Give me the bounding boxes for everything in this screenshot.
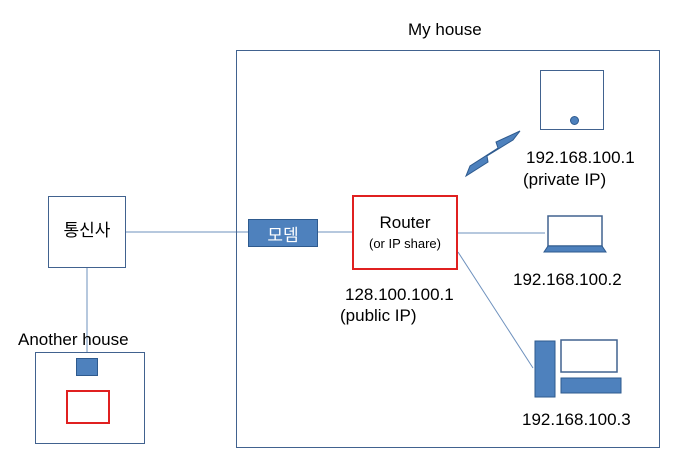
router-ip: 128.100.100.1 [345, 285, 454, 304]
isp-box: 통신사 [48, 196, 126, 268]
modem-box: 모뎀 [248, 219, 318, 247]
another-house-modem [76, 358, 98, 376]
router-to-desktop-line [457, 251, 534, 369]
another-house-label: Another house [18, 330, 129, 349]
another-house-router [66, 390, 110, 424]
my-house-label: My house [408, 20, 482, 39]
router-ip-note: (public IP) [340, 306, 417, 325]
router-box: Router (or IP share) [352, 195, 458, 270]
my-house-frame [236, 50, 660, 448]
wireless-icon [464, 130, 521, 178]
laptop-icon [543, 215, 607, 253]
desktop-icon [534, 339, 622, 398]
router-title: Router [379, 213, 431, 232]
device-1-note: (private IP) [523, 170, 607, 189]
device-3-ip: 192.168.100.3 [522, 410, 631, 429]
isp-label: 통신사 [63, 221, 111, 240]
router-subtitle: (or IP share) [368, 236, 441, 251]
device-1-ip: 192.168.100.1 [526, 148, 635, 167]
device-2-ip: 192.168.100.2 [513, 270, 622, 289]
modem-label: 모뎀 [267, 225, 299, 245]
tablet-icon [540, 70, 604, 130]
tablet-home-button [570, 116, 579, 125]
